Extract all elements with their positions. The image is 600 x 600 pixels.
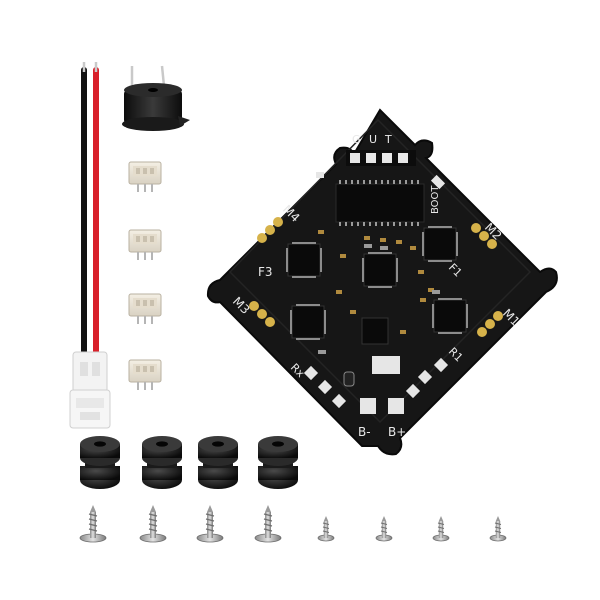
grommet-1 xyxy=(80,436,120,489)
mosfet-chip-3 xyxy=(289,303,327,341)
rubber-grommets xyxy=(80,436,298,489)
mosfet-chip-1 xyxy=(285,241,323,279)
f3-label: F3 xyxy=(258,265,273,279)
screw-small-1 xyxy=(317,515,335,542)
connector-1 xyxy=(128,161,162,193)
screw-small-2 xyxy=(375,515,393,542)
boot-pad: BOOT xyxy=(430,174,446,214)
rx-pad-row xyxy=(303,365,347,409)
connector-2 xyxy=(128,229,162,261)
pad-label-g: G xyxy=(352,133,361,146)
boot-label: BOOT xyxy=(430,185,441,214)
crystal xyxy=(343,371,355,387)
screw-large-4 xyxy=(254,504,282,543)
screw-large-1 xyxy=(79,504,107,543)
screw-large-3 xyxy=(196,504,224,543)
mosfet-chip-2 xyxy=(421,225,459,263)
battery-pads: B- B+ xyxy=(358,398,406,439)
grommet-4 xyxy=(258,436,298,489)
screw-small-4 xyxy=(489,515,507,542)
screw-small-3 xyxy=(432,515,450,542)
capacitor-pad xyxy=(372,356,400,374)
flight-controller-board: G U T BOOT xyxy=(206,108,558,456)
connector-4 xyxy=(128,359,162,391)
grommet-3 xyxy=(198,436,238,489)
screw-large-2 xyxy=(139,504,167,543)
buzzer xyxy=(122,65,190,131)
mosfet-chip-4 xyxy=(431,297,469,335)
battery-lead xyxy=(69,62,111,429)
bminus-label: B- xyxy=(358,425,371,439)
main-ic xyxy=(335,180,425,226)
pad-label-u: U xyxy=(369,133,377,146)
grommet-2 xyxy=(142,436,182,489)
pad-label-t: T xyxy=(384,133,392,146)
connector-3 xyxy=(128,293,162,325)
bplus-label: B+ xyxy=(388,425,406,439)
right-pad-row xyxy=(405,357,449,399)
uart-pad-row: G U T xyxy=(346,133,416,166)
passive-components xyxy=(318,230,434,334)
gyro-chip xyxy=(361,317,389,345)
sh-connectors xyxy=(128,161,162,391)
mounting-screws xyxy=(79,504,507,543)
jst-connector xyxy=(69,351,111,429)
mcu-chip xyxy=(361,251,399,289)
